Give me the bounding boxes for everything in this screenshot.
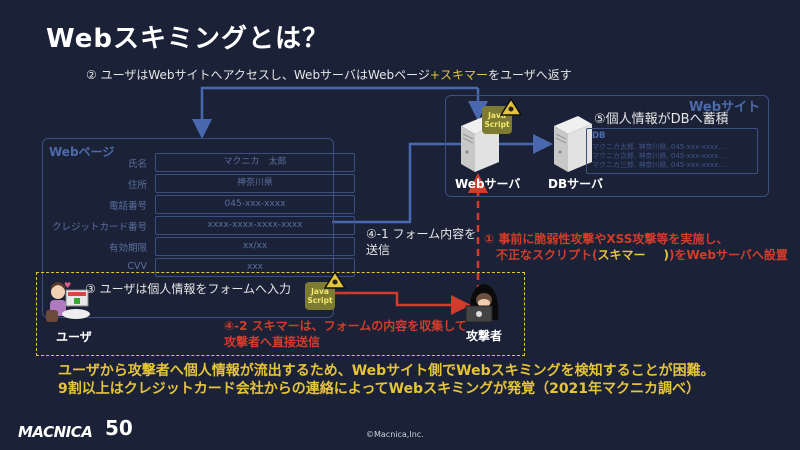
db-row: マクニカ次郎, 神奈川県, 045-xxx-xxxx… (592, 152, 726, 160)
step2-text: ② ユーザはWebサイトへアクセスし、Webサーバは (86, 68, 368, 82)
user-area-box (36, 272, 525, 356)
form-label: 住所 (127, 180, 147, 191)
step1-line1: ① 事前に脆弱性攻撃やXSS攻撃等を実施し、 (484, 232, 729, 246)
form-row-cvv: CVV xxx (43, 258, 355, 277)
address-field[interactable]: 神奈川県 (155, 174, 355, 193)
step5-caption: ⑤個人情報がDBへ蓄積 (594, 112, 729, 127)
warning-skull-icon (500, 98, 522, 116)
form-label: 有効期限 (108, 243, 147, 254)
form-label: クレジットカード番号 (51, 222, 147, 233)
attacker-hacker-icon (465, 284, 499, 323)
cvv-field[interactable]: xxx (155, 258, 355, 277)
form-row-address: 住所 神奈川県 (43, 174, 355, 193)
step2-text-webpage: Webページ (367, 68, 430, 82)
form-label: 氏名 (127, 159, 147, 170)
name-field[interactable]: マクニカ 太郎 (155, 153, 355, 172)
step41-line2: 送信 (366, 243, 391, 257)
db-row: マクニカ三郎, 神奈川県, 045-xxx-xxxx… (592, 161, 726, 169)
expiry-field[interactable]: xx/xx (155, 237, 355, 256)
card-number-field[interactable]: xxxx-xxxx-xxxx-xxxx (155, 216, 355, 235)
db-server-label: DBサーバ (548, 177, 603, 191)
form-row-expiry: 有効期限 xx/xx (43, 237, 355, 256)
form-row-phone: 電話番号 045-xxx-xxxx (43, 195, 355, 214)
step2-suffix: をユーザへ返す (487, 68, 572, 82)
copyright: ©Macnica,Inc. (366, 430, 424, 439)
db-table: DB マクニカ太郎, 神奈川県, 045-xxx-xxxx… マクニカ次郎, 神… (586, 128, 758, 174)
step41-line1: ④-1 フォーム内容を (366, 227, 477, 241)
form-label: 電話番号 (108, 201, 147, 212)
attacker-label: 攻撃者 (466, 329, 503, 343)
user-label: ユーザ (56, 330, 92, 344)
summary-line2: 9割以上はクレジットカード会社からの連絡によってWebスキミングが発覚（2021… (58, 381, 701, 397)
step42-caption: ④-2 スキマーは、フォームの内容を収集して 攻撃者へ直接送信 (224, 318, 467, 350)
web-server-icon (461, 116, 499, 172)
db-row: マクニカ太郎, 神奈川県, 045-xxx-xxxx… (592, 143, 726, 151)
user-laptop-icon: ♥ (46, 281, 90, 322)
arrow-skimmer-to-attacker (334, 291, 471, 315)
summary-text: ユーザから攻撃者へ個人情報が流出するため、Webサイト側でWebスキミングを検知… (58, 362, 715, 398)
step42-line1: ④-2 スキマーは、フォームの内容を収集して (224, 319, 467, 333)
macnica-logo: MACNICA (18, 423, 93, 441)
website-label: Webサイト (689, 100, 760, 115)
warning-skull-icon (324, 271, 346, 289)
phone-field[interactable]: 045-xxx-xxxx (155, 195, 355, 214)
svg-text:♥: ♥ (64, 281, 71, 290)
anniversary-logo: 50 (105, 416, 133, 440)
arrow-server-to-page (192, 86, 478, 139)
step1-caption: ① 事前に脆弱性攻撃やXSS攻撃等を実施し、 不正なスクリプト(スキマー))をW… (484, 231, 788, 263)
step1-line2: 不正なスクリプト(スキマー))をWebサーバへ設置 (496, 248, 788, 262)
step41-caption: ④-1 フォーム内容を 送信 (366, 226, 476, 258)
summary-line1: ユーザから攻撃者へ個人情報が流出するため、Webサイト側でWebスキミングを検知… (58, 363, 715, 379)
form-row-name: 氏名 マクニカ 太郎 (43, 153, 355, 172)
form-row-card: クレジットカード番号 xxxx-xxxx-xxxx-xxxx (43, 216, 355, 235)
web-server-label: Webサーバ (455, 177, 521, 191)
page-title: Webスキミングとは？ (46, 24, 329, 54)
website-box: Webサイト (445, 95, 769, 197)
step2-caption: ② ユーザはWebサイトへアクセスし、WebサーバはWebページ+スキマーをユー… (86, 66, 572, 83)
db-title: DB (592, 131, 606, 141)
step2-highlight: +スキマー (429, 68, 488, 82)
form-label: CVV (127, 261, 147, 272)
webpage-box: Webページ 氏名 マクニカ 太郎 住所 神奈川県 電話番号 045-xxx-x… (42, 138, 355, 318)
webpage-label: Webページ (49, 145, 115, 159)
step3-caption: ③ ユーザは個人情報をフォームへ入力 (85, 282, 291, 296)
step42-line2: 攻撃者へ直接送信 (224, 335, 321, 349)
